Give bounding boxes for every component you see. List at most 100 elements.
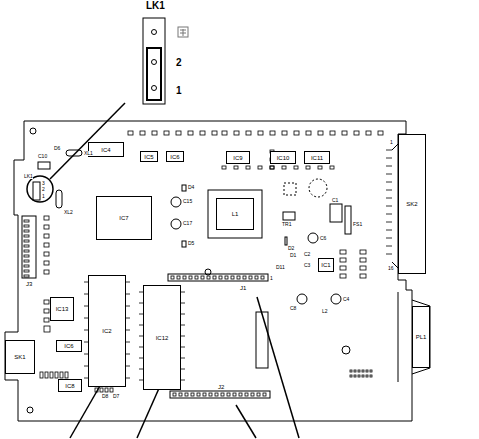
part-label: D7 [113,394,119,399]
part-label: IC11 [311,155,323,161]
electrolytic-capacitor [331,294,341,304]
smd-pad [24,230,29,232]
smd-pad [200,131,205,135]
smd-pad [44,261,49,265]
smd-pad [294,166,298,169]
smd-pad [246,131,251,135]
dip-pin [181,303,185,304]
smd-pad [203,393,206,396]
ic-chip: IC1 [318,258,334,272]
connector-pin [386,166,392,167]
smd-pad [221,393,224,396]
smd-pad [44,300,49,304]
smd-pad [201,276,204,279]
smd-pad [358,375,360,377]
smd-pad [233,393,236,396]
smd-pad [44,225,49,229]
smd-pad [195,276,198,279]
smd-pad [340,274,346,278]
smd-pad [177,276,180,279]
dip-pin [126,378,130,379]
crystal [56,190,62,208]
smd-pad [330,131,335,135]
header-j1 [168,274,268,281]
link-pin [152,60,157,65]
dip-pin [126,366,130,367]
electrolytic-capacitor [297,294,307,304]
smd-pad [282,166,286,169]
part-label: C4 [343,297,349,302]
dip-pin [126,354,130,355]
smd-pad [294,131,299,135]
part-label: C8 [290,306,296,311]
header-j2 [170,391,270,398]
part-label: SK2 [406,201,417,207]
smd-pad [24,225,29,227]
smd-pad [354,370,356,372]
ic-chip: IC8 [58,379,82,392]
smd-pad [50,372,53,378]
part-label: IC4 [101,147,110,153]
dashed-part [284,183,296,195]
smd-pad [257,393,260,396]
smd-pad [245,393,248,396]
smd-pad [231,276,234,279]
smd-pad [350,370,352,372]
smd-pad [378,131,383,135]
capacitor [330,204,342,222]
smd-pad [234,166,238,169]
part-label: D4 [188,185,194,190]
inductor: L1 [216,198,254,230]
dip-pin [181,325,185,326]
connector-pin [386,246,392,247]
smd-pad [222,166,226,169]
connector-pin [386,230,392,231]
inductor-core [208,190,262,238]
link-highlight-circle [27,176,53,202]
part-label: J1 [240,285,246,291]
smd-pad [65,372,68,378]
smd-pad [354,131,359,135]
electrolytic-capacitor [171,197,181,207]
part-label: C10 [38,154,47,159]
smd-pad [189,276,192,279]
dip-pin [126,330,130,331]
part-label: IC10 [277,155,290,161]
fuse [345,206,351,234]
smd-pad [340,250,346,254]
dip-pin [181,314,185,315]
smd-pad [366,375,368,377]
smd-pad [251,393,254,396]
smd-pad [100,388,103,392]
smd-pad [44,216,49,220]
smd-pad [44,243,49,247]
smd-pad [249,276,252,279]
smd-pad [362,375,364,377]
smd-pad [173,393,176,396]
mounting-hole [27,407,33,413]
smd-pad [258,166,262,169]
smd-pad [255,276,258,279]
pin-number: 1 [390,140,393,145]
link-label: LK1 [24,174,33,179]
connector-socket: SK2 [398,134,426,274]
dip-pin [181,292,185,293]
part-label: IC6 [170,154,179,160]
smd-pad [24,220,29,222]
smd-pad [366,131,371,135]
ic-chip: IC10 [270,151,296,164]
smd-pad [330,166,334,169]
smd-pad [318,166,322,169]
smd-pad [358,370,360,372]
part-label: IC5 [144,154,153,160]
smd-pad [105,388,108,392]
pin-number: 1 [270,276,273,281]
board-outline [5,121,412,421]
smd-pad [191,393,194,396]
smd-pad [261,276,264,279]
ic-chip: IC7 [96,196,152,240]
link-header [33,182,40,200]
smd-pad [44,326,50,332]
smd-pad [24,240,29,242]
part-label: C2 [304,252,310,257]
